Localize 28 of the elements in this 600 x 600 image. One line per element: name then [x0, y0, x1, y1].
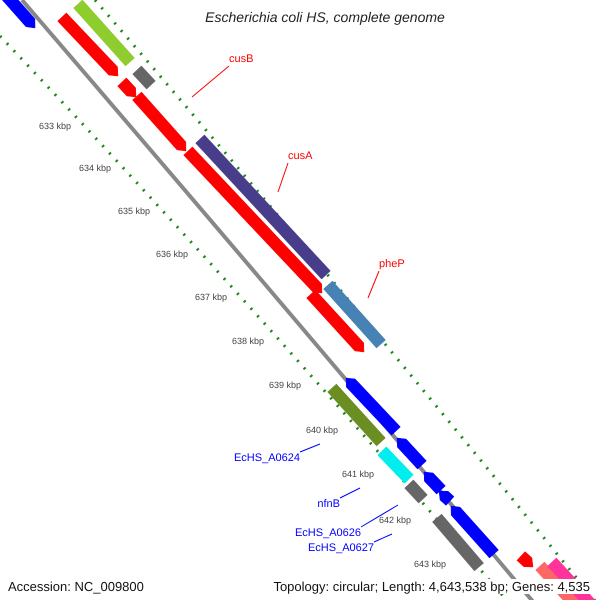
diagram-title: Escherichia coli HS, complete genome [204, 9, 446, 25]
tick-label: 638 kbp [232, 336, 264, 346]
tick-label: 637 kbp [194, 292, 228, 302]
gene-name: nfnB [317, 498, 340, 511]
tick-label: 633 kbp [38, 121, 72, 131]
leader-line [368, 270, 380, 298]
tick-label: 639 kbp [268, 380, 302, 390]
leader-line [300, 444, 320, 452]
tick-label: 635 kbp [118, 206, 150, 216]
leader-line [278, 162, 288, 192]
leader-line [360, 504, 398, 528]
leader-line [374, 534, 392, 542]
leader-line [192, 66, 230, 98]
tick-label: 634 kbp [78, 163, 112, 173]
gene-name: EcHS_A0624 [234, 452, 300, 465]
gene-name: cusB [229, 53, 254, 66]
genome-summary-text: Topology: circular; Length: 4,643,538 bp; Genes: 4,535 [273, 579, 590, 594]
tick-label: 636 kbp [156, 249, 188, 259]
tick-label: 641 kbp [342, 469, 374, 479]
gene-name: EcHS_A0627 [308, 542, 374, 555]
gene-name: EcHS_A0626 [294, 527, 361, 540]
tick-label: 643 kbp [414, 559, 446, 569]
leader-line [340, 488, 360, 498]
gene-name: pheP [379, 258, 405, 271]
tick-label: 642 kbp [378, 515, 412, 525]
accession-text: Accession: NC_009800 [8, 579, 144, 594]
gene-name: cusA [288, 150, 312, 163]
tick-label: 640 kbp [306, 425, 338, 435]
